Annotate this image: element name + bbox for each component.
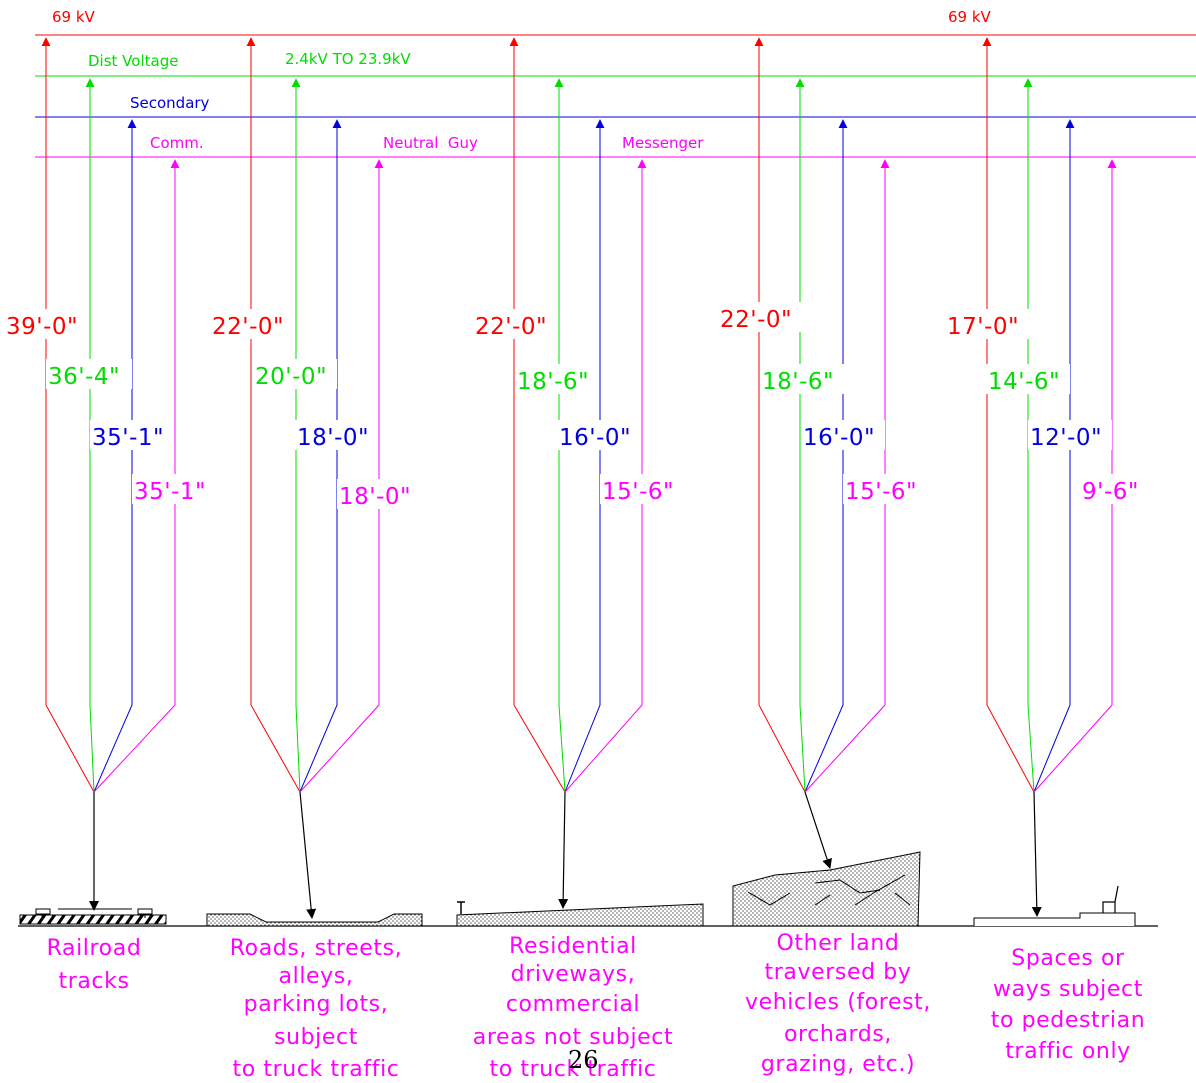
clearance-label-red: 39'-0" xyxy=(6,314,78,340)
driveway-slope-icon xyxy=(456,901,704,927)
clearance-label-blue: 18'-0" xyxy=(297,425,369,451)
caption-residential: Residential driveways, commercial areas … xyxy=(473,934,673,1082)
svg-text:Railroad: Railroad xyxy=(47,936,142,961)
clearance-label-red: 22'-0" xyxy=(475,314,547,340)
clearance-label-blue: 16'-0" xyxy=(803,425,875,451)
blue-clearance-line xyxy=(299,119,342,793)
clearance-label-magenta: 9'-6" xyxy=(1082,479,1139,505)
clearance-label-green: 36'-4" xyxy=(48,364,120,390)
secondary-label: Secondary xyxy=(130,94,210,112)
clearance-label-magenta: 15'-6" xyxy=(845,479,917,505)
magenta-clearance-line xyxy=(564,159,647,793)
svg-text:Roads, streets,: Roads, streets, xyxy=(230,936,402,961)
kv-label-right: 69 kV xyxy=(948,8,992,26)
svg-text:parking lots,: parking lots, xyxy=(244,992,389,1017)
red-clearance-line xyxy=(246,37,301,793)
clearance-label-blue: 35'-1" xyxy=(92,425,164,451)
clearance-label-red: 17'-0" xyxy=(947,314,1019,340)
kv-label-left: 69 kV xyxy=(52,8,96,26)
svg-text:areas not subject: areas not subject xyxy=(473,1025,673,1050)
blue-clearance-line xyxy=(804,119,848,793)
column-railroad xyxy=(41,37,180,911)
clearance-label-green: 18'-6" xyxy=(762,369,834,395)
blue-clearance-line xyxy=(564,119,605,793)
caption-roads: Roads, streets, alleys, parking lots, su… xyxy=(230,936,402,1082)
rocky-terrain-icon xyxy=(732,851,921,927)
blue-clearance-line xyxy=(93,119,137,793)
svg-text:Spaces or: Spaces or xyxy=(1011,946,1125,971)
svg-text:orchards,: orchards, xyxy=(784,1022,892,1047)
sidewalk-bench-icon xyxy=(973,885,1136,926)
svg-text:Residential: Residential xyxy=(509,934,637,959)
red-clearance-line xyxy=(509,37,566,793)
red-clearance-line xyxy=(982,37,1035,793)
svg-text:vehicles (forest,: vehicles (forest, xyxy=(745,990,931,1015)
column-pedestrian xyxy=(982,37,1117,917)
svg-text:alleys,: alleys, xyxy=(279,964,354,989)
svg-text:to pedestrian: to pedestrian xyxy=(991,1008,1146,1033)
caption-other-land: Other land traversed by vehicles (forest… xyxy=(745,931,931,1077)
magenta-clearance-line xyxy=(299,159,384,793)
magenta-clearance-line xyxy=(1033,159,1117,793)
page-number: 26 xyxy=(568,1046,599,1074)
clearance-label-green: 14'-6" xyxy=(988,369,1060,395)
ground-pointer-arrow xyxy=(558,791,569,909)
column-roads xyxy=(246,37,384,919)
neutral-guy-label: Neutral Guy xyxy=(383,134,478,152)
clearance-label-magenta: 15'-6" xyxy=(602,479,674,505)
railroad-tracks-icon xyxy=(19,908,167,925)
dist-voltage-label: Dist Voltage xyxy=(88,52,178,70)
caption-railroad: Railroad tracks xyxy=(47,936,142,994)
svg-text:ways subject: ways subject xyxy=(993,977,1143,1002)
ground-pointer-arrow xyxy=(299,791,317,919)
green-clearance-line xyxy=(85,78,95,793)
blue-clearance-line xyxy=(1033,119,1075,793)
green-clearance-line xyxy=(291,78,301,793)
clearance-label-red: 22'-0" xyxy=(212,314,284,340)
comm-label: Comm. xyxy=(150,134,204,152)
column-other-land xyxy=(754,37,890,869)
svg-text:driveways,: driveways, xyxy=(511,962,636,987)
svg-text:grazing, etc.): grazing, etc.) xyxy=(761,1052,915,1077)
svg-text:traffic only: traffic only xyxy=(1005,1039,1131,1064)
green-clearance-line xyxy=(554,78,566,793)
svg-text:traversed by: traversed by xyxy=(765,960,912,985)
svg-text:to truck traffic: to truck traffic xyxy=(490,1057,657,1082)
svg-text:commercial: commercial xyxy=(506,992,640,1017)
red-clearance-line xyxy=(754,37,806,793)
clearance-label-magenta: 18'-0" xyxy=(339,484,411,510)
svg-text:subject: subject xyxy=(274,1025,358,1050)
svg-text:tracks: tracks xyxy=(58,969,129,994)
green-clearance-line xyxy=(795,78,806,793)
svg-text:to truck traffic: to truck traffic xyxy=(233,1057,400,1082)
clearance-labels: 39'-0" 36'-4" 35'-1" 35'-1" 22'-0" 20'-0… xyxy=(4,302,1148,510)
magenta-clearance-line xyxy=(93,159,180,793)
clearance-label-red: 22'-0" xyxy=(720,307,792,333)
magenta-clearance-line xyxy=(804,159,890,793)
clearance-label-green: 18'-6" xyxy=(517,369,589,395)
messenger-label: Messenger xyxy=(622,134,704,152)
road-section-icon xyxy=(206,913,423,927)
caption-pedestrian: Spaces or ways subject to pedestrian tra… xyxy=(991,946,1146,1064)
dist-range-label: 2.4kV TO 23.9kV xyxy=(285,50,411,68)
svg-text:Other land: Other land xyxy=(777,931,900,956)
clearance-label-magenta: 35'-1" xyxy=(134,479,206,505)
clearance-label-blue: 16'-0" xyxy=(559,425,631,451)
ground-pointer-arrow xyxy=(1031,791,1042,917)
column-residential xyxy=(509,37,647,909)
red-clearance-line xyxy=(41,37,95,793)
clearance-label-green: 20'-0" xyxy=(255,364,327,390)
green-clearance-line xyxy=(1023,78,1035,793)
ground-pointer-arrow xyxy=(804,791,832,869)
clearance-label-blue: 12'-0" xyxy=(1030,425,1102,451)
